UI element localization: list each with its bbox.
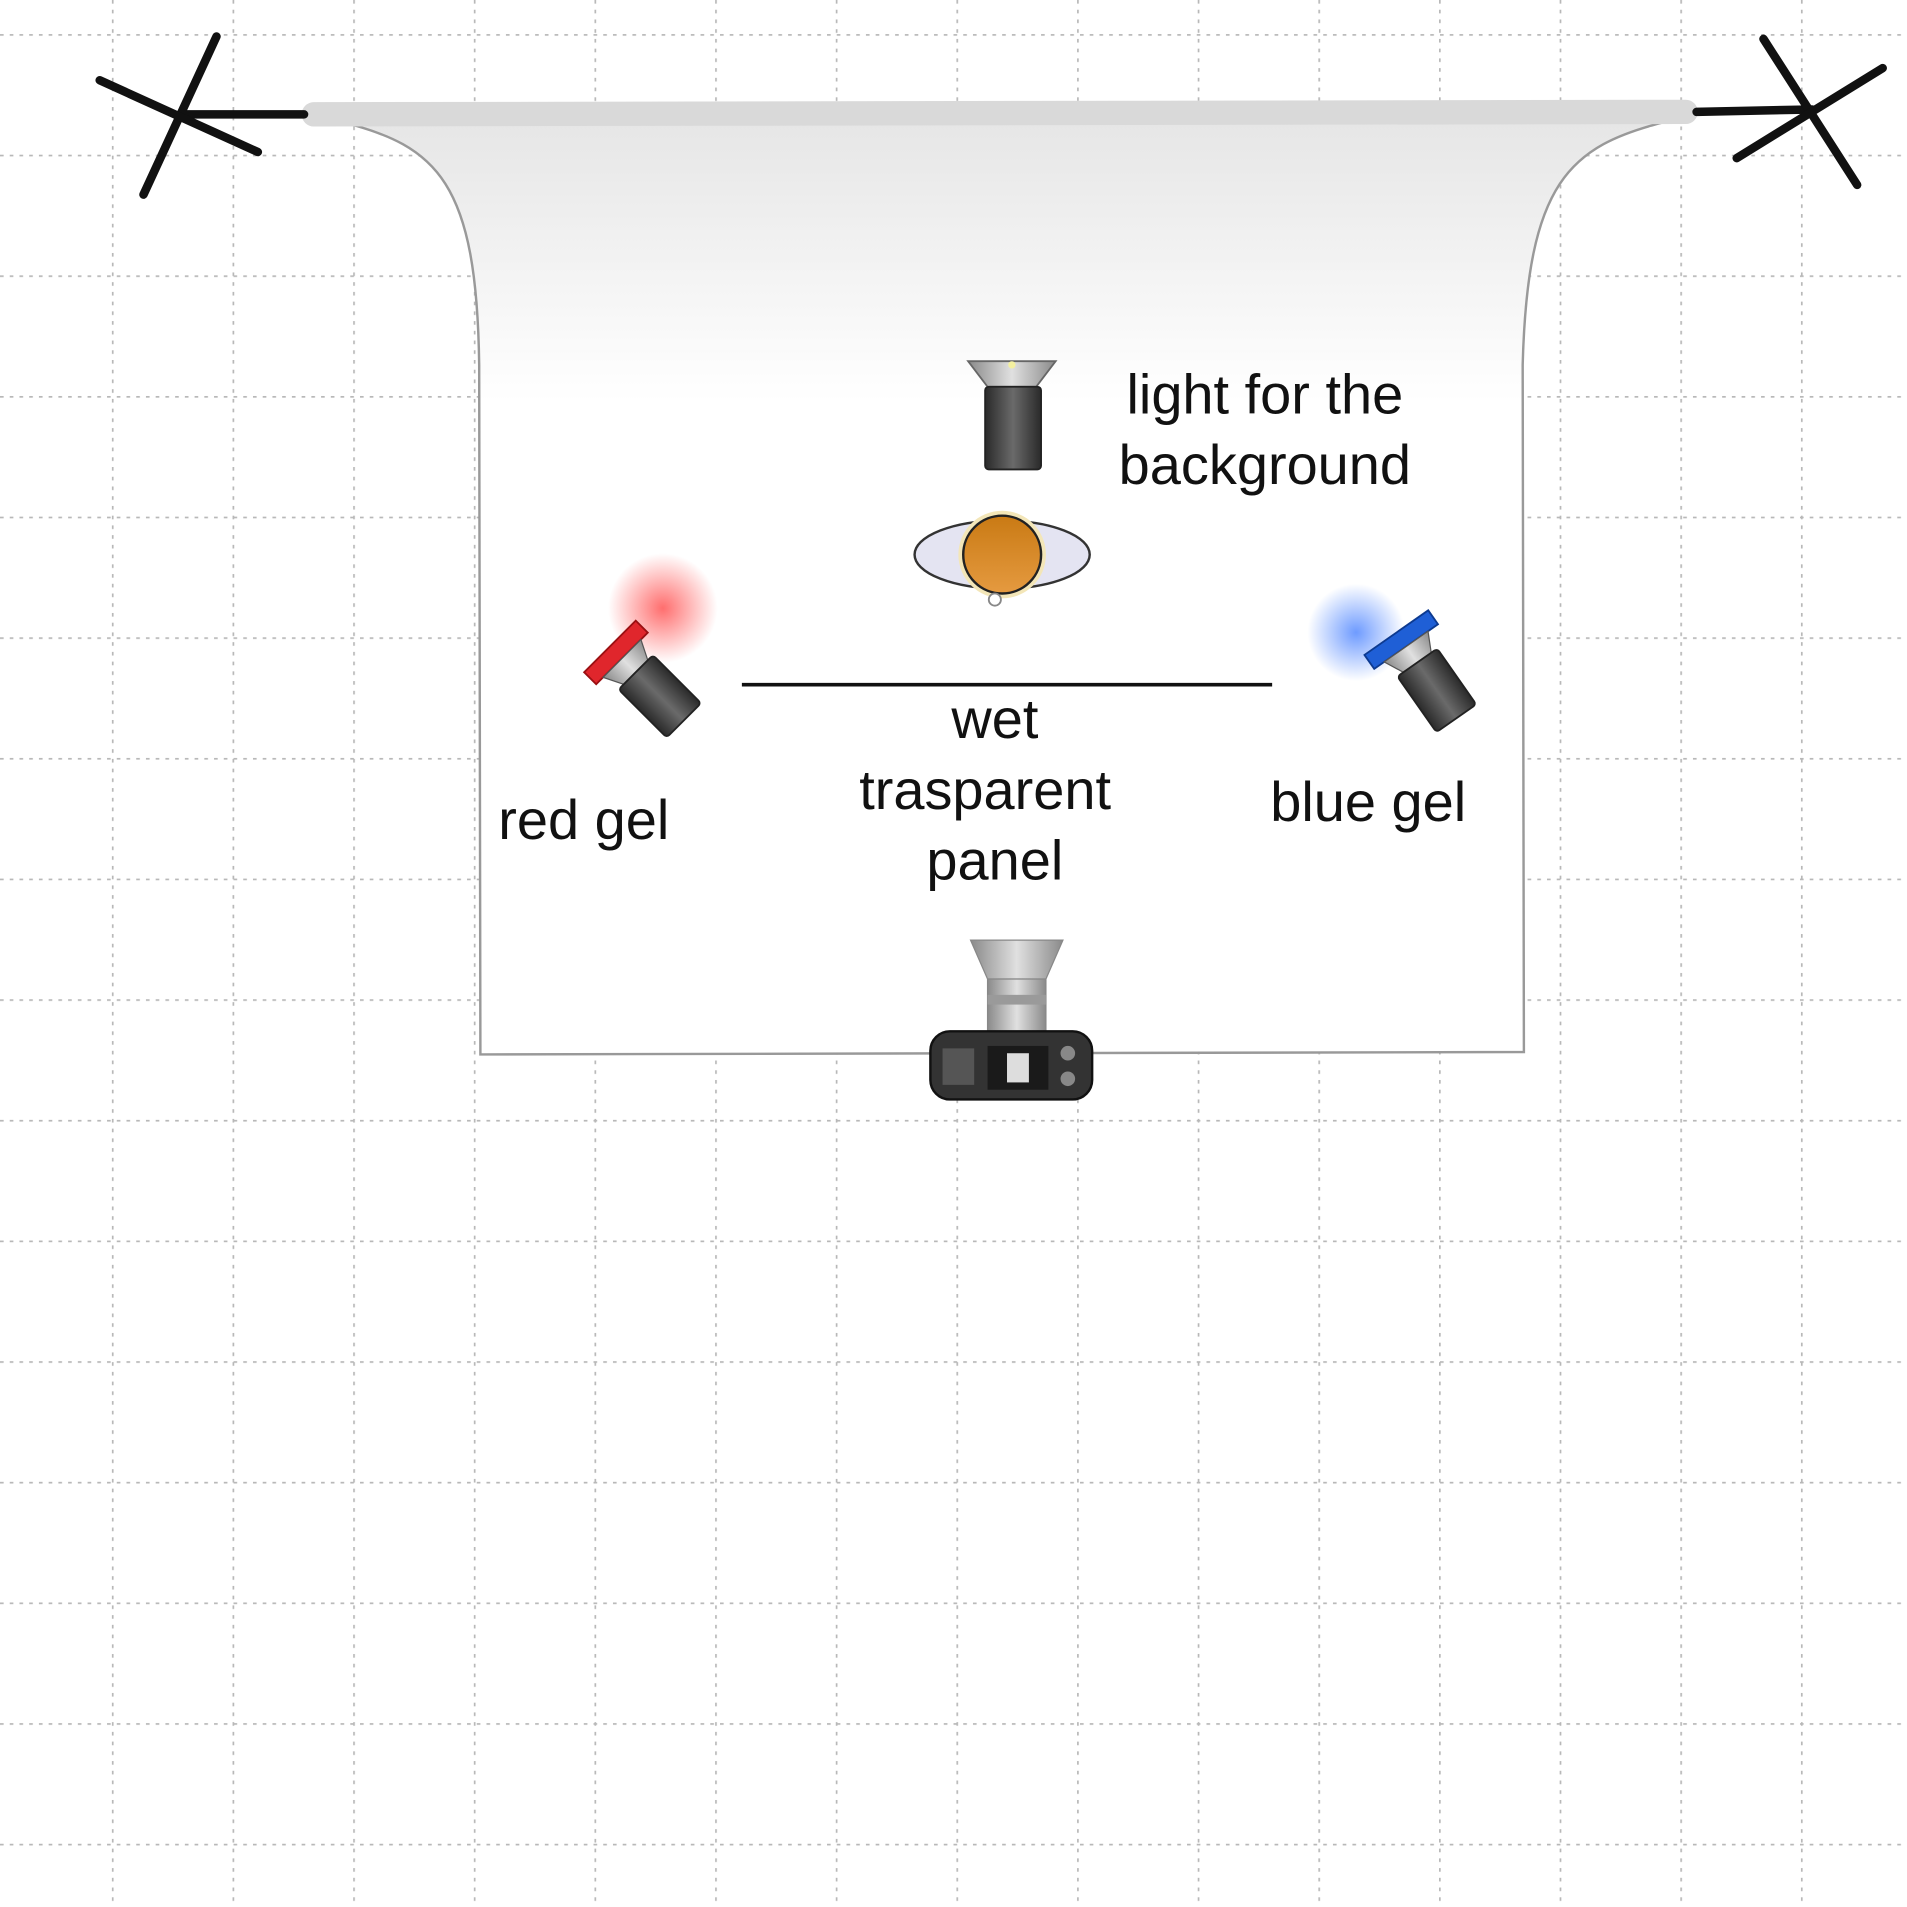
- background-light-icon: [966, 360, 1058, 471]
- subject-icon: [913, 510, 1091, 607]
- panel-label-line3: panel: [926, 828, 1063, 891]
- camera-icon: [929, 939, 1094, 1101]
- blue-gel-label: blue gel: [1270, 770, 1466, 833]
- background-light-label-line2: background: [1119, 433, 1411, 496]
- left-stand-icon: [95, 32, 309, 199]
- right-stand-icon: [1692, 34, 1887, 190]
- blue-gel-light-icon: [1307, 583, 1476, 732]
- background-light-label-line1: light for the: [1126, 363, 1403, 426]
- panel-label-line1: wet: [950, 687, 1039, 750]
- red-gel-label: red gel: [498, 788, 669, 851]
- backdrop-bar: [301, 99, 1698, 127]
- red-gel-light-icon: [582, 553, 718, 737]
- panel-label-line2: trasparent: [859, 758, 1111, 821]
